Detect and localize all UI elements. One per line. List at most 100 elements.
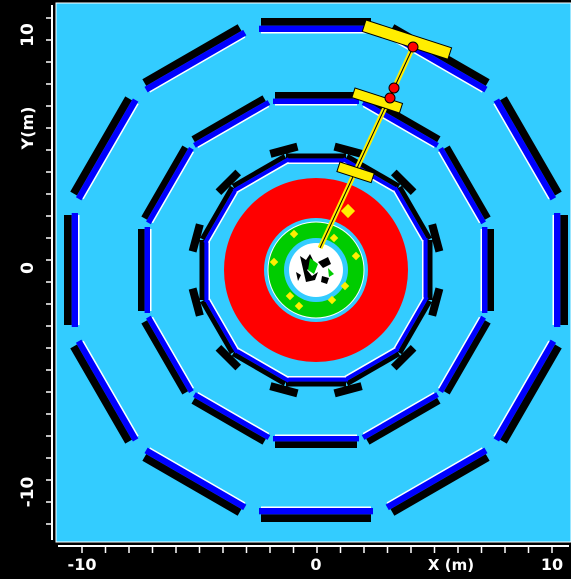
outer-muon-chamber — [64, 213, 80, 327]
outer-muon-chamber-segment — [70, 96, 132, 196]
outer-muon-chamber-segment-blue — [75, 98, 139, 201]
middle-muon-chamber-segment-blue — [146, 147, 194, 225]
inner-chamber-ring — [390, 169, 417, 196]
middle-muon-chamber — [141, 315, 195, 395]
x-axis-ticks — [81, 546, 553, 553]
outer-muon-chamber-segment-blue — [144, 29, 247, 93]
inner-chamber-ring — [269, 382, 299, 398]
inner-muon-chamber-segment — [231, 351, 287, 386]
outer-muon-chamber-segment — [261, 514, 371, 522]
inner-muon-chamber-segment — [397, 185, 432, 241]
middle-muon-chamber-segment-edge — [197, 105, 270, 149]
inner-chamber-ring — [428, 223, 444, 253]
event-overlay — [269, 19, 453, 311]
middle-muon-chamber-segment — [275, 441, 357, 448]
track-hit-marker — [269, 257, 279, 267]
y-axis-title: Y(m) — [18, 107, 37, 151]
middle-muon-chamber — [361, 391, 441, 445]
muon-segment-hit — [351, 87, 404, 114]
inner-muon-chamber-segment-edge — [236, 161, 289, 194]
inner-chamber-ring — [390, 344, 417, 371]
middle-muon-chamber-segment-edge — [275, 434, 357, 436]
outer-muon-chamber-segment-blue — [75, 339, 139, 442]
outer-muon-chamber-segment-blue — [493, 339, 557, 442]
inner-chamber-bar — [428, 287, 444, 317]
inner-muon-chamber-segment-edge — [286, 376, 346, 378]
middle-muon-chamber-segment — [487, 229, 494, 311]
middle-muon-chamber-segment-blue — [193, 100, 271, 148]
inner-muon-chamber-segment-edge — [208, 240, 210, 300]
middle-muon-chamber-segment-blue — [273, 436, 359, 442]
inner-muon-chamber-segment-blue — [203, 186, 239, 244]
inner-chamber-bar — [215, 169, 242, 196]
middle-muon-chamber — [273, 434, 359, 448]
inner-muon-chamber-segment — [427, 240, 433, 300]
middle-muon-chamber — [437, 145, 491, 225]
middle-muon-chamber — [191, 391, 271, 445]
outer-muon-chamber-segment-blue — [71, 213, 78, 327]
outer-muon-chamber-segment-edge — [493, 103, 550, 200]
middle-muon-chamber-segment-edge — [151, 316, 195, 389]
outer-muon-chamber-segment-edge — [78, 215, 80, 325]
inner-muon-chamber-segment — [199, 240, 205, 300]
middle-muon-chamber-segment-edge — [151, 151, 195, 224]
inner-muon-chamber-segment — [286, 153, 346, 159]
inner-muon-chamber-segment — [397, 299, 432, 355]
outer-muon-chamber — [70, 339, 139, 444]
outer-muon-chamber-segment — [142, 454, 242, 516]
muon-segment-hit — [336, 161, 375, 184]
outer-muon-chamber — [552, 213, 568, 327]
x-tick-label-left: -10 — [68, 555, 97, 574]
inner-muon-chamber-segment-blue — [342, 347, 400, 383]
y-axis-ticks — [46, 17, 52, 525]
middle-muon-chamber-segment-edge — [480, 229, 482, 311]
outer-muon-chamber-segment-edge — [261, 32, 371, 34]
track-hit-marker — [327, 295, 337, 305]
outer-muon-chamber-segment-edge — [552, 215, 554, 325]
inner-chamber-bar — [215, 344, 242, 371]
outer-muon-chamber-segment-blue — [554, 213, 561, 327]
outer-muon-chamber-segment-edge — [82, 103, 139, 200]
inner-chamber-bar — [428, 223, 444, 253]
inner-muon-chamber-segment-blue — [284, 158, 348, 163]
inner-muon-chamber-segment-blue — [284, 377, 348, 382]
inner-chamber-ring — [333, 142, 363, 158]
middle-muon-chamber-segment — [138, 229, 145, 311]
middle-muon-chamber-segment — [275, 92, 357, 99]
outer-muon-chamber-segment — [70, 344, 132, 444]
inner-chamber-bar — [269, 142, 299, 158]
inner-muon-chamber-segment-blue — [423, 238, 428, 302]
middle-muon-chamber-segment — [443, 145, 491, 220]
outer-muon-chamber — [142, 24, 247, 93]
inner-chamber-bar — [188, 223, 204, 253]
outer-muon-chamber — [493, 96, 562, 201]
inner-chamber-ring — [333, 382, 363, 398]
inner-chamber-ring — [428, 287, 444, 317]
y-tick-label-mid: 0 — [18, 262, 38, 274]
inner-chamber-ring — [188, 287, 204, 317]
inner-muon-chamber-segment — [200, 185, 235, 241]
middle-muon-chamber-segment — [366, 397, 441, 445]
inner-muon-chamber — [422, 238, 433, 302]
y-tick-label-top: 10 — [18, 23, 38, 47]
muon-hit-dot — [407, 41, 419, 53]
outer-muon-chamber-segment-edge — [149, 447, 246, 504]
inner-muon-chamber-segment-blue — [204, 238, 209, 302]
outer-muon-chamber-segment-edge — [82, 340, 139, 437]
inner-muon-chamber-segment — [345, 351, 401, 386]
track-hit-marker — [285, 291, 295, 301]
middle-muon-chamber — [141, 145, 195, 225]
middle-muon-chamber-segment-edge — [437, 316, 481, 389]
middle-muon-chamber-segment — [141, 145, 189, 220]
middle-muon-chamber-segment — [141, 320, 189, 395]
outer-muon-chamber-segment-blue — [259, 508, 373, 515]
muon-hit-dot — [384, 92, 396, 104]
middle-muon-chamber-segment-edge — [275, 104, 357, 106]
inner-muon-chamber — [284, 153, 348, 164]
outer-muon-chamber-segment — [261, 18, 371, 26]
inner-muon-chamber — [342, 346, 401, 386]
inner-muon-chamber-segment — [200, 299, 235, 355]
inner-muon-chamber — [392, 185, 432, 244]
middle-muon-chamber-segment-edge — [437, 151, 481, 224]
